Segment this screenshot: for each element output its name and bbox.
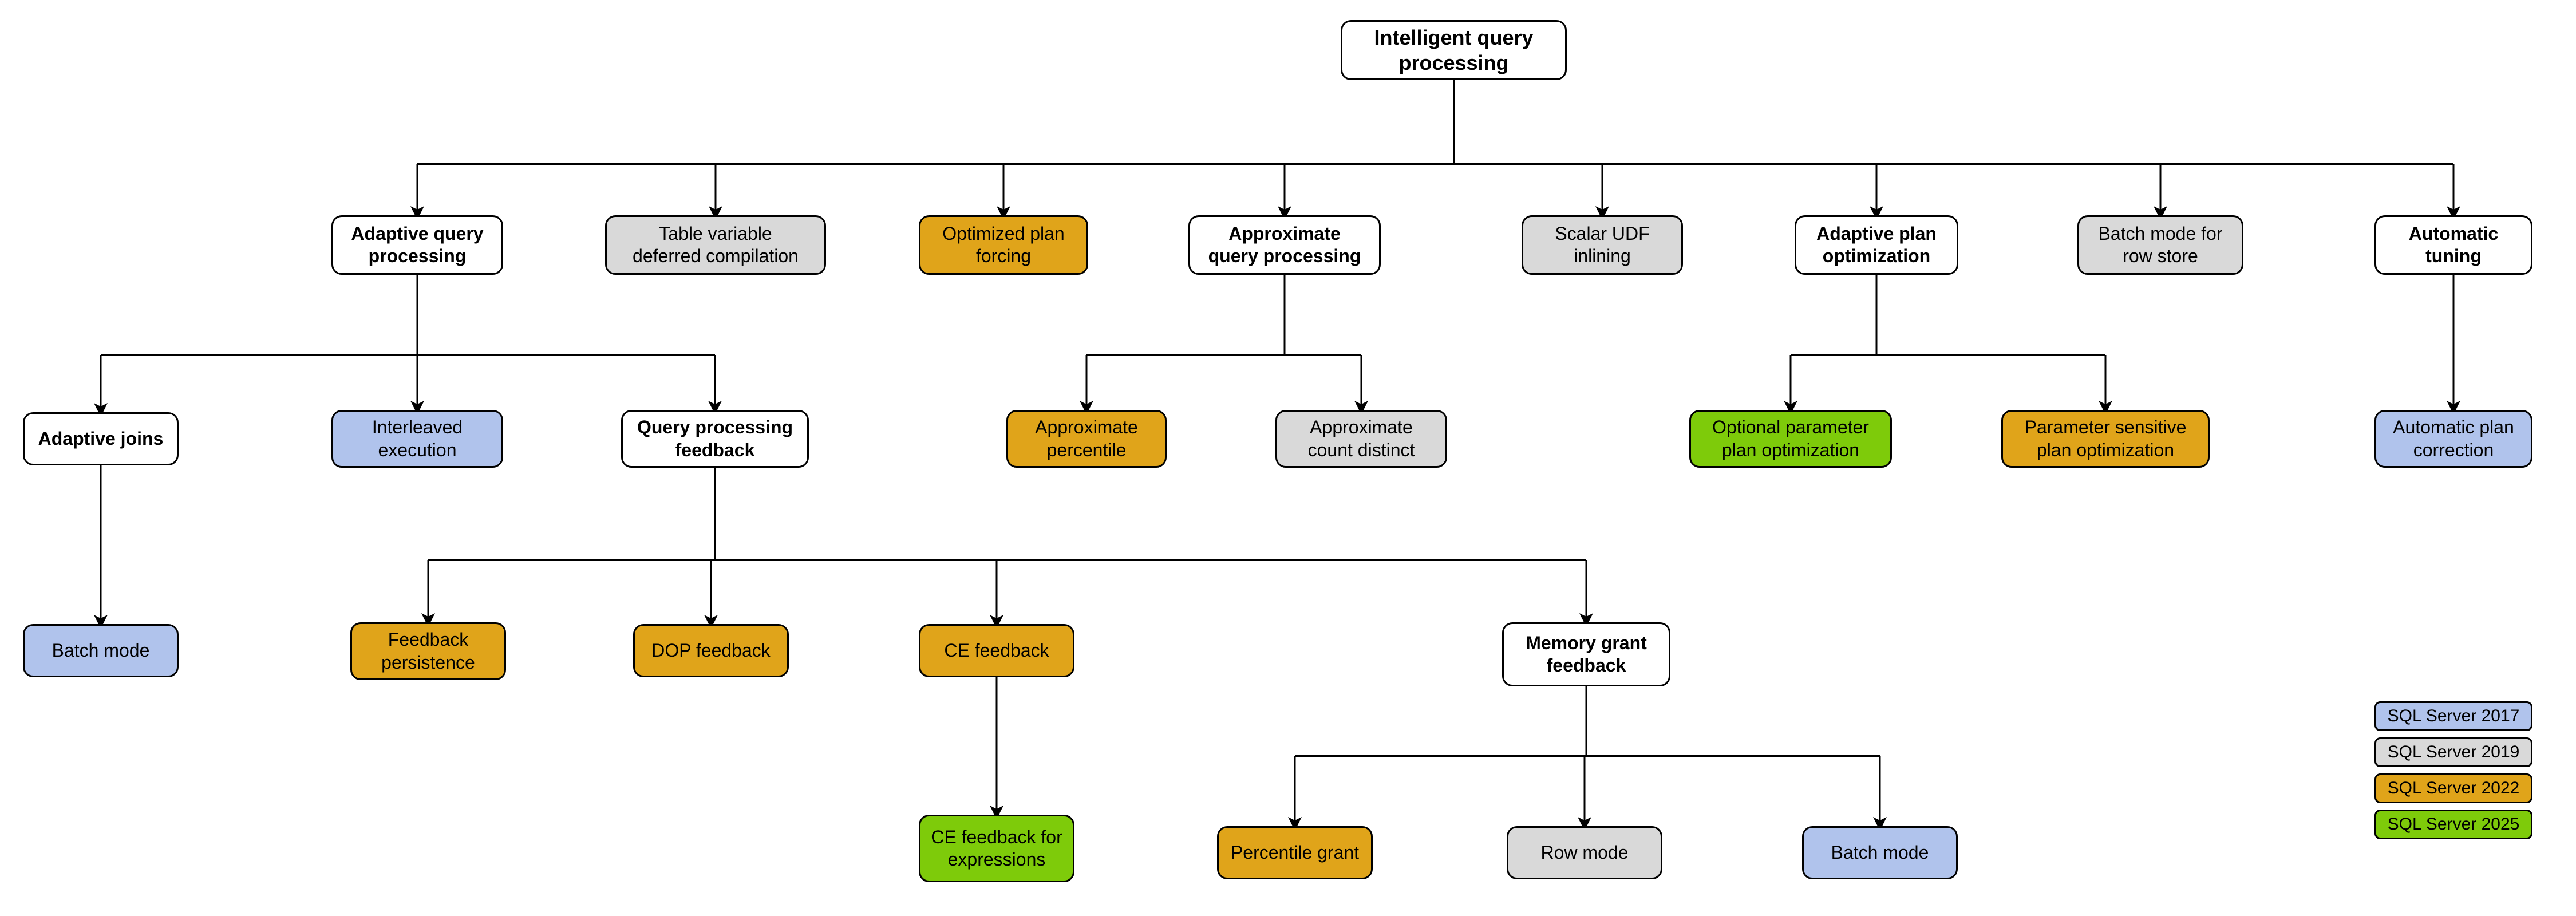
legend-item-sql-server-2022: SQL Server 2022: [2374, 773, 2532, 803]
legend-item-sql-server-2025: SQL Server 2025: [2374, 810, 2532, 839]
node-apc[interactable]: Automatic plan correction: [2374, 410, 2532, 468]
node-label: Automatic tuning: [2408, 223, 2499, 266]
node-adaptivejoins[interactable]: Adaptive joins: [23, 412, 179, 465]
node-label: Adaptive joins: [38, 428, 164, 449]
node-tvdc[interactable]: Table variable deferred compilation: [605, 215, 826, 275]
node-label: Batch mode: [1831, 842, 1929, 863]
node-label: CE feedback: [944, 639, 1049, 661]
node-label: Table variable deferred compilation: [633, 223, 799, 266]
legend-item-sql-server-2017: SQL Server 2017: [2374, 701, 2532, 731]
node-label: Approximate count distinct: [1307, 417, 1415, 460]
node-label: Memory grant feedback: [1526, 632, 1647, 676]
node-approxcount[interactable]: Approximate count distinct: [1275, 410, 1447, 468]
legend-item-sql-server-2019: SQL Server 2019: [2374, 737, 2532, 767]
node-root[interactable]: Intelligent query processing: [1341, 20, 1567, 80]
node-label: Approximate percentile: [1035, 417, 1138, 460]
node-label: Batch mode for row store: [2098, 223, 2223, 266]
node-cefeedback[interactable]: CE feedback: [919, 624, 1074, 677]
node-scalarudf[interactable]: Scalar UDF inlining: [1522, 215, 1683, 275]
node-label: Query processing feedback: [637, 417, 793, 460]
node-label: Parameter sensitive plan optimization: [2024, 417, 2187, 460]
node-oppo[interactable]: Optional parameter plan optimization: [1689, 410, 1892, 468]
node-opf[interactable]: Optimized plan forcing: [919, 215, 1088, 275]
node-approxpct[interactable]: Approximate percentile: [1006, 410, 1167, 468]
node-interleaved[interactable]: Interleaved execution: [331, 410, 503, 468]
node-label: Adaptive query processing: [351, 223, 484, 266]
node-pspo[interactable]: Parameter sensitive plan optimization: [2001, 410, 2210, 468]
node-label: Scalar UDF inlining: [1555, 223, 1650, 266]
node-label: Interleaved execution: [372, 417, 463, 460]
node-label: CE feedback for expressions: [931, 826, 1062, 870]
node-label: Batch mode: [52, 639, 150, 661]
node-dopfeedback[interactable]: DOP feedback: [633, 624, 789, 677]
node-label: Feedback persistence: [381, 629, 475, 673]
node-bmrowstore[interactable]: Batch mode for row store: [2077, 215, 2243, 275]
node-batchmode1[interactable]: Batch mode: [23, 624, 179, 677]
legend-item-label: SQL Server 2025: [2387, 815, 2520, 834]
node-cefeedbackexpr[interactable]: CE feedback for expressions: [919, 815, 1074, 882]
node-aqp[interactable]: Adaptive query processing: [331, 215, 503, 275]
node-label: Optimized plan forcing: [942, 223, 1065, 266]
node-apo[interactable]: Adaptive plan optimization: [1795, 215, 1958, 275]
node-label: Percentile grant: [1230, 842, 1360, 863]
node-label: DOP feedback: [651, 639, 771, 661]
legend-item-label: SQL Server 2017: [2387, 706, 2520, 725]
legend-item-label: SQL Server 2022: [2387, 779, 2520, 797]
node-approxqp[interactable]: Approximate query processing: [1188, 215, 1381, 275]
node-rowmode[interactable]: Row mode: [1507, 826, 1662, 879]
node-qpf[interactable]: Query processing feedback: [621, 410, 809, 468]
node-label: Optional parameter plan optimization: [1712, 417, 1869, 460]
node-label: Row mode: [1540, 842, 1629, 863]
node-label: Intelligent query processing: [1374, 25, 1534, 74]
node-label: Approximate query processing: [1208, 223, 1361, 266]
node-feedbackpersist[interactable]: Feedback persistence: [350, 622, 506, 680]
node-memgrant[interactable]: Memory grant feedback: [1502, 622, 1670, 686]
node-label: Adaptive plan optimization: [1816, 223, 1937, 266]
node-label: Automatic plan correction: [2393, 417, 2514, 460]
legend-item-label: SQL Server 2019: [2387, 743, 2520, 761]
node-autotuning[interactable]: Automatic tuning: [2374, 215, 2532, 275]
node-pctgrant[interactable]: Percentile grant: [1217, 826, 1373, 879]
node-batchmode2[interactable]: Batch mode: [1802, 826, 1958, 879]
